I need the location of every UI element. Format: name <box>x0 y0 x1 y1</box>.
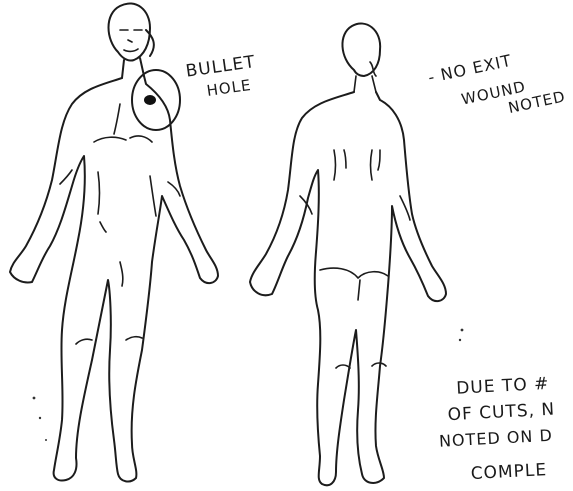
bottom-note-line2: OF CUTS, N <box>447 400 555 426</box>
bottom-note-line4: COMPLE <box>470 460 547 484</box>
front-body-details <box>60 104 180 344</box>
front-annotation-line2: HOLE <box>206 76 253 100</box>
back-head <box>342 23 380 76</box>
front-annotation: BULLET HOLE <box>185 52 260 102</box>
scan-specks <box>33 329 464 441</box>
back-body-figure <box>250 23 446 485</box>
bottom-note-line1: DUE TO # <box>456 374 550 399</box>
bottom-note: DUE TO # OF CUTS, N NOTED ON D COMPLE <box>436 374 559 486</box>
bottom-note-line3: NOTED ON D <box>439 426 554 451</box>
back-hair-detail <box>354 62 376 92</box>
front-face-features <box>120 30 142 51</box>
bullet-hole-mark <box>144 95 156 105</box>
back-annotation: - NO EXIT WOUND NOTED <box>426 41 567 132</box>
back-body-outline <box>250 92 446 485</box>
